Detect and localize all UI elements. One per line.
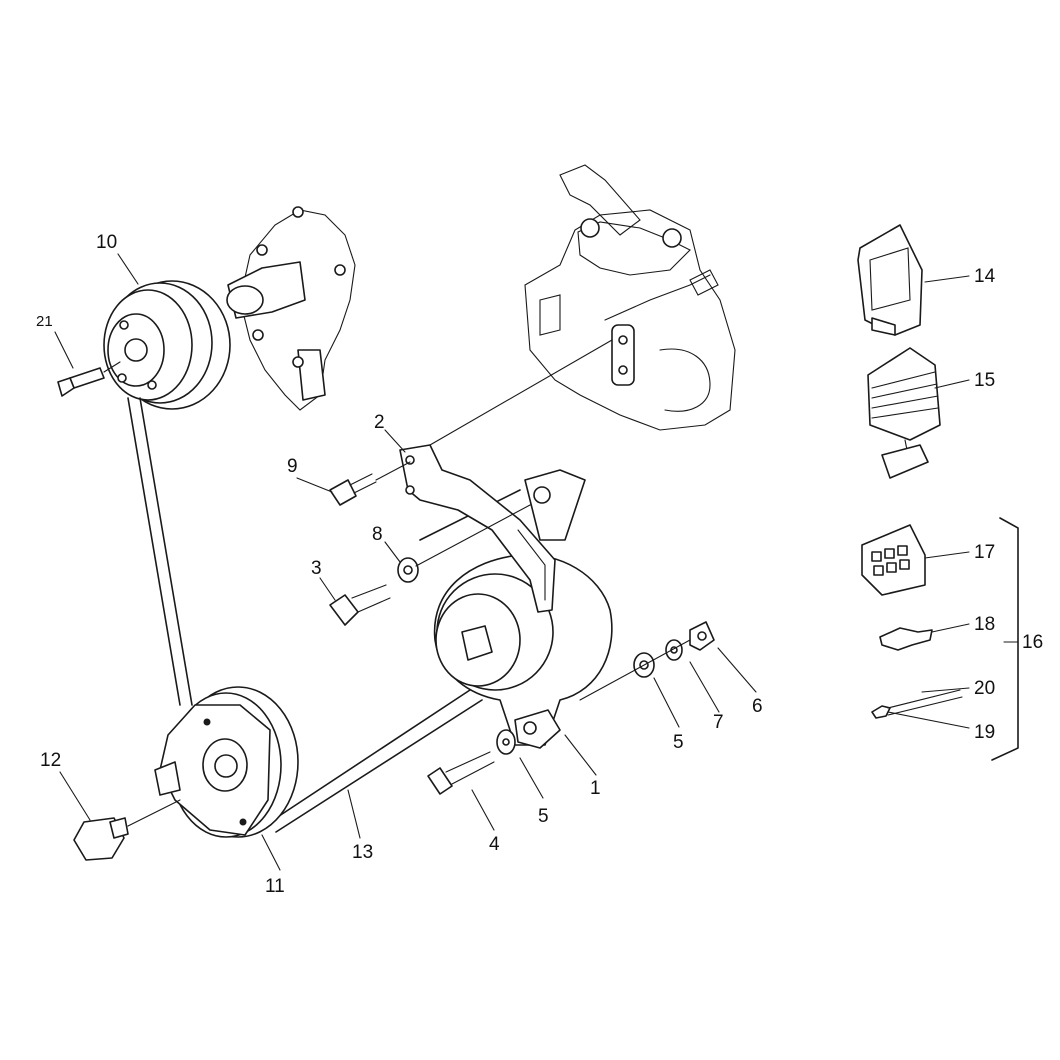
crank-pulley-part-11: [154, 686, 299, 838]
bolt-part-12: [73, 799, 181, 861]
engine-block: [524, 164, 736, 431]
callout-4: 4: [489, 834, 500, 855]
callout-8: 8: [372, 524, 383, 545]
rectifier-part-15: [867, 347, 941, 479]
callout-3: 3: [311, 558, 322, 579]
bolt-part-21: [57, 361, 121, 397]
terminal-part-18: [879, 627, 933, 651]
bolt-part-9: [329, 461, 411, 506]
bracket-part-2: [399, 339, 613, 613]
nut-part-6: [579, 621, 715, 701]
alternator-part-1: [433, 469, 613, 749]
bolt-part-4: [427, 751, 495, 795]
callout-9: 9: [287, 456, 298, 477]
callout-labels: 1 2 3 4 5 5 6 7 8 9 10 11 12 13 14 15 16…: [36, 232, 1043, 897]
wire-part-19-20: [871, 689, 963, 719]
callout-7: 7: [713, 712, 724, 733]
leader-lines: [54, 253, 970, 871]
callout-15: 15: [974, 370, 995, 391]
bolt-part-3: [329, 584, 391, 626]
group-bracket-16: [991, 517, 1019, 761]
callout-1: 1: [590, 778, 601, 799]
callout-2: 2: [374, 412, 385, 433]
callout-5a: 5: [538, 806, 549, 827]
callout-20: 20: [974, 678, 995, 699]
fan-pulley-part-10: [103, 280, 231, 410]
callout-11: 11: [265, 876, 285, 897]
callout-19: 19: [974, 722, 995, 743]
water-pump-housing: [226, 206, 356, 411]
lockwasher-part-7: [665, 639, 683, 661]
callout-6: 6: [752, 696, 763, 717]
regulator-part-14: [857, 224, 923, 336]
callout-21: 21: [36, 313, 53, 330]
callout-5b: 5: [673, 732, 684, 753]
callout-17: 17: [974, 542, 995, 563]
callout-16: 16: [1022, 632, 1043, 653]
callout-10: 10: [96, 232, 117, 253]
callout-18: 18: [974, 614, 995, 635]
callout-13: 13: [352, 842, 373, 863]
connector-part-17: [861, 524, 926, 596]
washer-part-8: [397, 504, 531, 583]
callout-12: 12: [40, 750, 61, 771]
callout-14: 14: [974, 266, 996, 287]
